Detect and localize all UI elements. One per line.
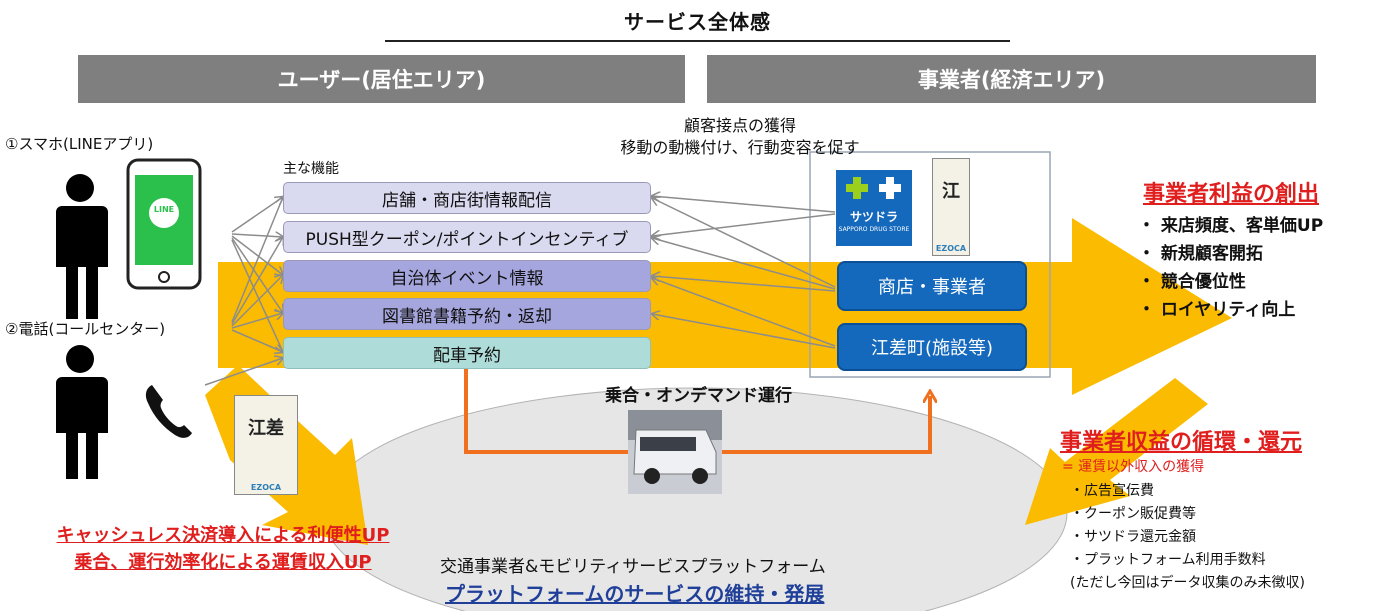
- customer-contact-caption: 顧客接点の獲得: [683, 116, 796, 135]
- minivan-image: [628, 410, 722, 494]
- satudora-logo-text: サツドラ: [849, 210, 898, 224]
- revenue-heading: 事業者収益の循環・還元: [1060, 430, 1303, 455]
- feature-municipal-events: 自治体イベント情報: [283, 260, 651, 292]
- title-underline: [385, 40, 1010, 42]
- revenue-item-ads: ・広告宣伝費: [1070, 483, 1154, 499]
- profit-bullet-4-text: ロイヤリティ向上: [1160, 300, 1296, 320]
- profit-heading: 事業者利益の創出: [1143, 182, 1320, 207]
- business-frame: [809, 151, 1051, 378]
- profit-bullet-1: ・ 来店頻度、客単価UP: [1138, 216, 1324, 236]
- satudora-logo-subtext: SAPPORO DRUG STORE: [838, 226, 910, 233]
- satudora-logo: サツドラ SAPPORO DRUG STORE: [836, 170, 912, 246]
- person-icon-phone-user: [56, 345, 108, 479]
- profit-bullet-3-text: 競合優位性: [1160, 272, 1246, 292]
- profit-bullet-4: ・ ロイヤリティ向上: [1138, 300, 1296, 320]
- ezoca-poster-left: 江差 EZOCA: [234, 395, 298, 495]
- platform-maintain-caption: プラットフォームのサービスの維持・発展: [445, 582, 825, 606]
- smartphone-icon: [126, 158, 202, 290]
- shops-business-box: 商店・事業者: [837, 261, 1027, 311]
- right-diagonal-arrow: [1025, 378, 1208, 525]
- feature-store-info: 店舗・商店街情報配信: [283, 182, 651, 214]
- motivation-caption: 移動の動機付け、行動変容を促す: [620, 138, 860, 157]
- profit-bullet-2-text: 新規顧客開拓: [1160, 244, 1263, 264]
- cashless-benefit-line: キャッシュレス決済導入による利便性UP: [56, 525, 390, 546]
- user-feature-arrows: [204, 197, 283, 386]
- ride-on-demand-label: 乗合・オンデマンド運行: [605, 386, 792, 406]
- feature-ride-booking: 配車予約: [283, 337, 651, 369]
- feature-push-coupon: PUSH型クーポン/ポイントインセンティブ: [283, 221, 651, 253]
- line-logo-text: LINE: [153, 205, 175, 214]
- profit-bullet-3: ・ 競合優位性: [1138, 272, 1246, 292]
- revenue-item-satudora: ・サツドラ還元金額: [1070, 529, 1196, 545]
- revenue-subheading: = 運賃以外収入の獲得: [1062, 459, 1205, 475]
- profit-bullet-2: ・ 新規顧客開拓: [1138, 244, 1263, 264]
- telephone-icon: [145, 385, 192, 438]
- user-area-header: ユーザー(居住エリア): [78, 55, 685, 103]
- platform-caption: 交通事業者&モビリティサービスプラットフォーム: [440, 557, 826, 577]
- revenue-item-coupon: ・クーポン販促費等: [1070, 506, 1196, 522]
- fare-revenue-line: 乗合、運行効率化による運賃収入UP: [74, 552, 372, 573]
- ezoca-poster-left-label: EZOCA: [250, 483, 282, 492]
- ezoca-poster-top-label: EZOCA: [935, 244, 967, 253]
- revenue-item-platform-fee: ・プラットフォーム利用手数料: [1070, 552, 1266, 568]
- ezoca-poster-top: 江 EZOCA: [932, 158, 970, 256]
- business-feature-arrows: [652, 196, 836, 349]
- person-icon-smartphone-user: [56, 174, 108, 319]
- feature-library: 図書館書籍予約・返却: [283, 298, 651, 330]
- smartphone-label: ①スマホ(LINEアプリ): [5, 135, 154, 153]
- revenue-note: (ただし今回はデータ収集のみ未徴収): [1070, 575, 1305, 591]
- page-title: サービス全体感: [624, 10, 771, 34]
- features-heading: 主な機能: [283, 161, 339, 177]
- esashi-town-box: 江差町(施設等): [837, 323, 1027, 371]
- phone-label: ②電話(コールセンター): [5, 320, 166, 338]
- business-area-header: 事業者(経済エリア): [707, 55, 1316, 103]
- profit-bullet-1-text: 来店頻度、客単価UP: [1160, 216, 1324, 236]
